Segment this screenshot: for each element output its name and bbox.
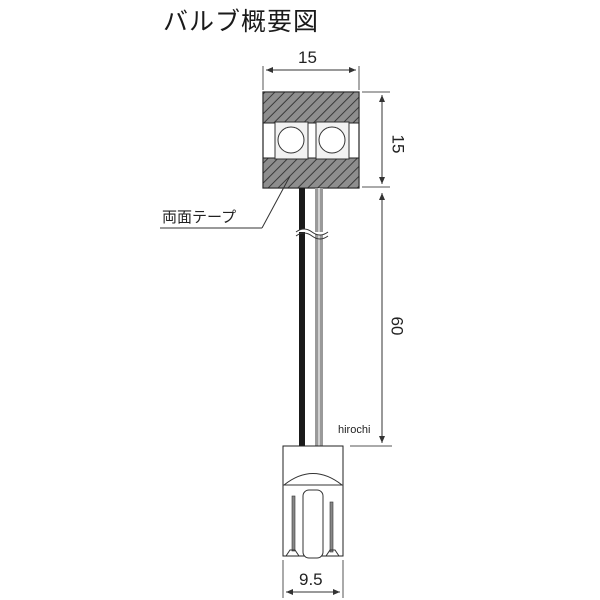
height-dimension-head xyxy=(362,91,390,188)
diagram-title: バルブ概要図 xyxy=(163,7,320,36)
dimension-label-base-width: 9.5 xyxy=(299,570,323,589)
watermark: hirochi xyxy=(338,424,371,436)
width-dimension-top xyxy=(262,66,360,90)
wedge-base xyxy=(282,445,344,559)
length-dimension-cable xyxy=(350,186,392,447)
dimension-label-cable-length: 60 xyxy=(387,316,407,336)
led-head xyxy=(262,91,360,189)
dimension-label-head-height: 15 xyxy=(388,134,408,154)
dimension-label-top-width: 15 xyxy=(298,48,317,67)
tape-label: 両面テープ xyxy=(162,208,237,226)
tape-leader-line xyxy=(160,175,291,229)
width-dimension-base xyxy=(282,560,344,598)
cable xyxy=(295,188,329,446)
